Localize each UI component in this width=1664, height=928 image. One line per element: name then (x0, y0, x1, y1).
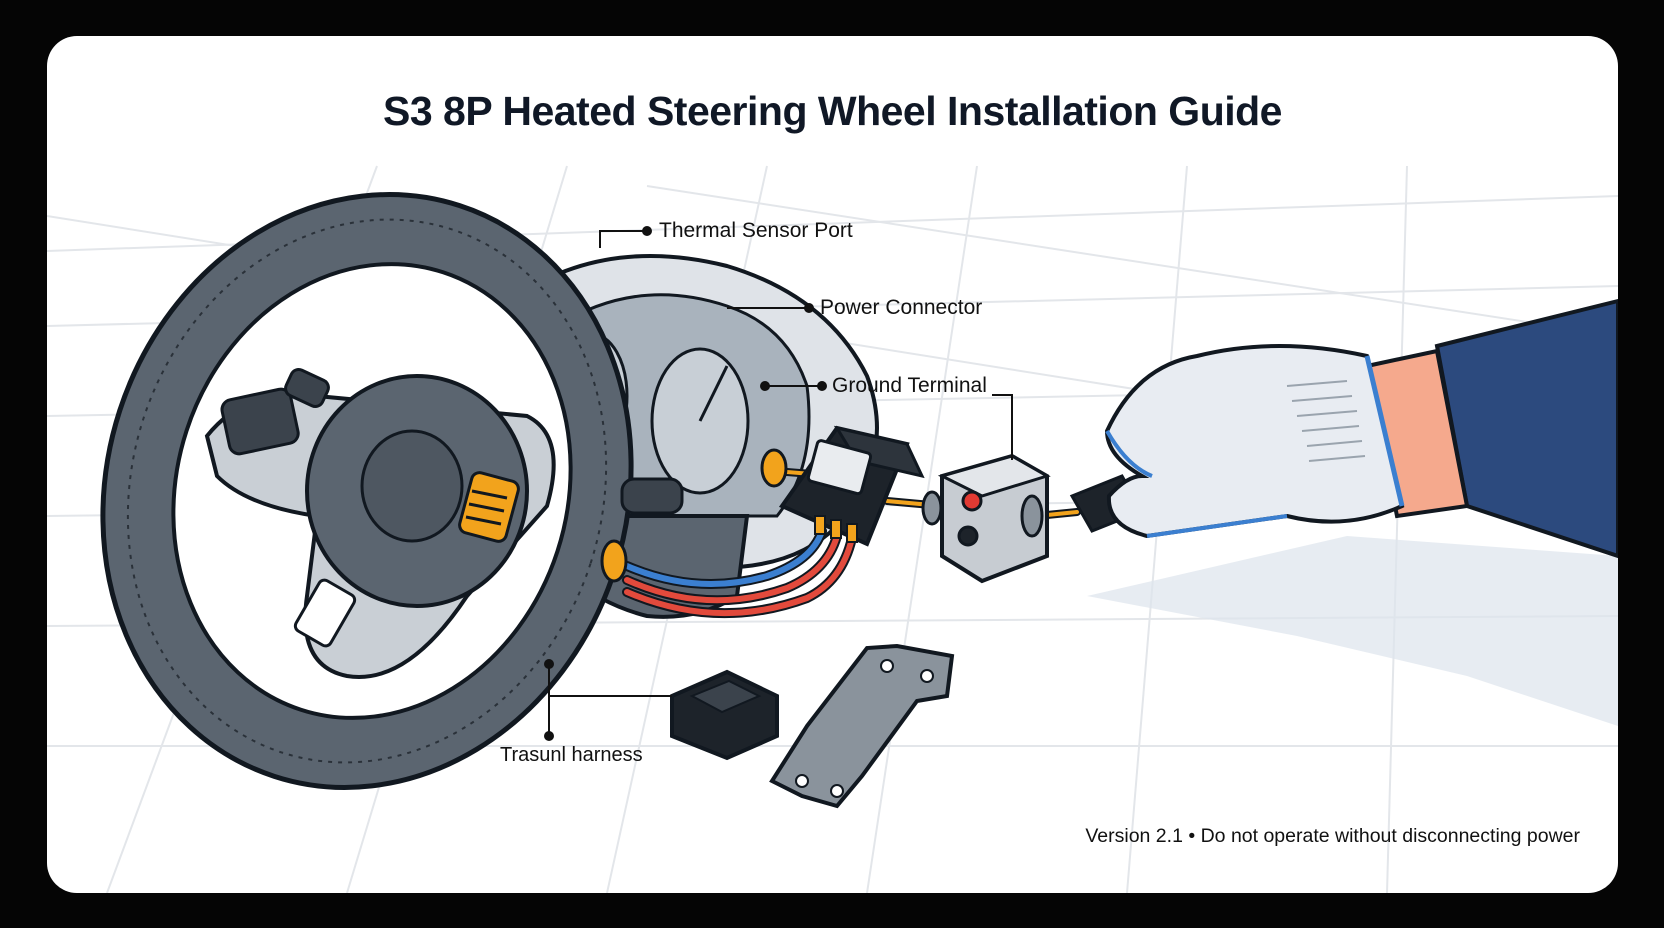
control-module-icon (778, 425, 925, 547)
mounting-bracket-icon (769, 643, 955, 809)
callout-harness: Trasunl harness (500, 744, 643, 766)
callout-thermal-sensor-port: Thermal Sensor Port (659, 219, 853, 242)
page-title: S3 8P Heated Steering Wheel Installation… (383, 88, 1282, 134)
guide-card: S3 8P Heated Steering Wheel Installation… (47, 36, 1618, 893)
steering-wheel-icon (100, 192, 684, 790)
installation-illustration (47, 165, 1618, 893)
hand-shadow (1087, 536, 1618, 726)
version-label: Version 2.1 (1085, 825, 1183, 847)
connector-plug-icon (921, 453, 1051, 584)
leader-lines (548, 230, 1013, 736)
footer-note: Version 2.1 • Do not operate without dis… (1085, 825, 1580, 848)
orange-grommet-left (600, 539, 628, 583)
callout-power-connector: Power Connector (820, 296, 983, 319)
callout-ground-terminal: Ground Terminal (832, 374, 987, 397)
power-warning: Do not operate without disconnecting pow… (1200, 825, 1580, 847)
footer-separator: • (1188, 825, 1196, 847)
orange-grommet-top (760, 448, 788, 488)
leader-dots (544, 226, 827, 741)
gloved-hand-icon (1104, 298, 1618, 559)
heater-pad-icon (670, 669, 779, 761)
